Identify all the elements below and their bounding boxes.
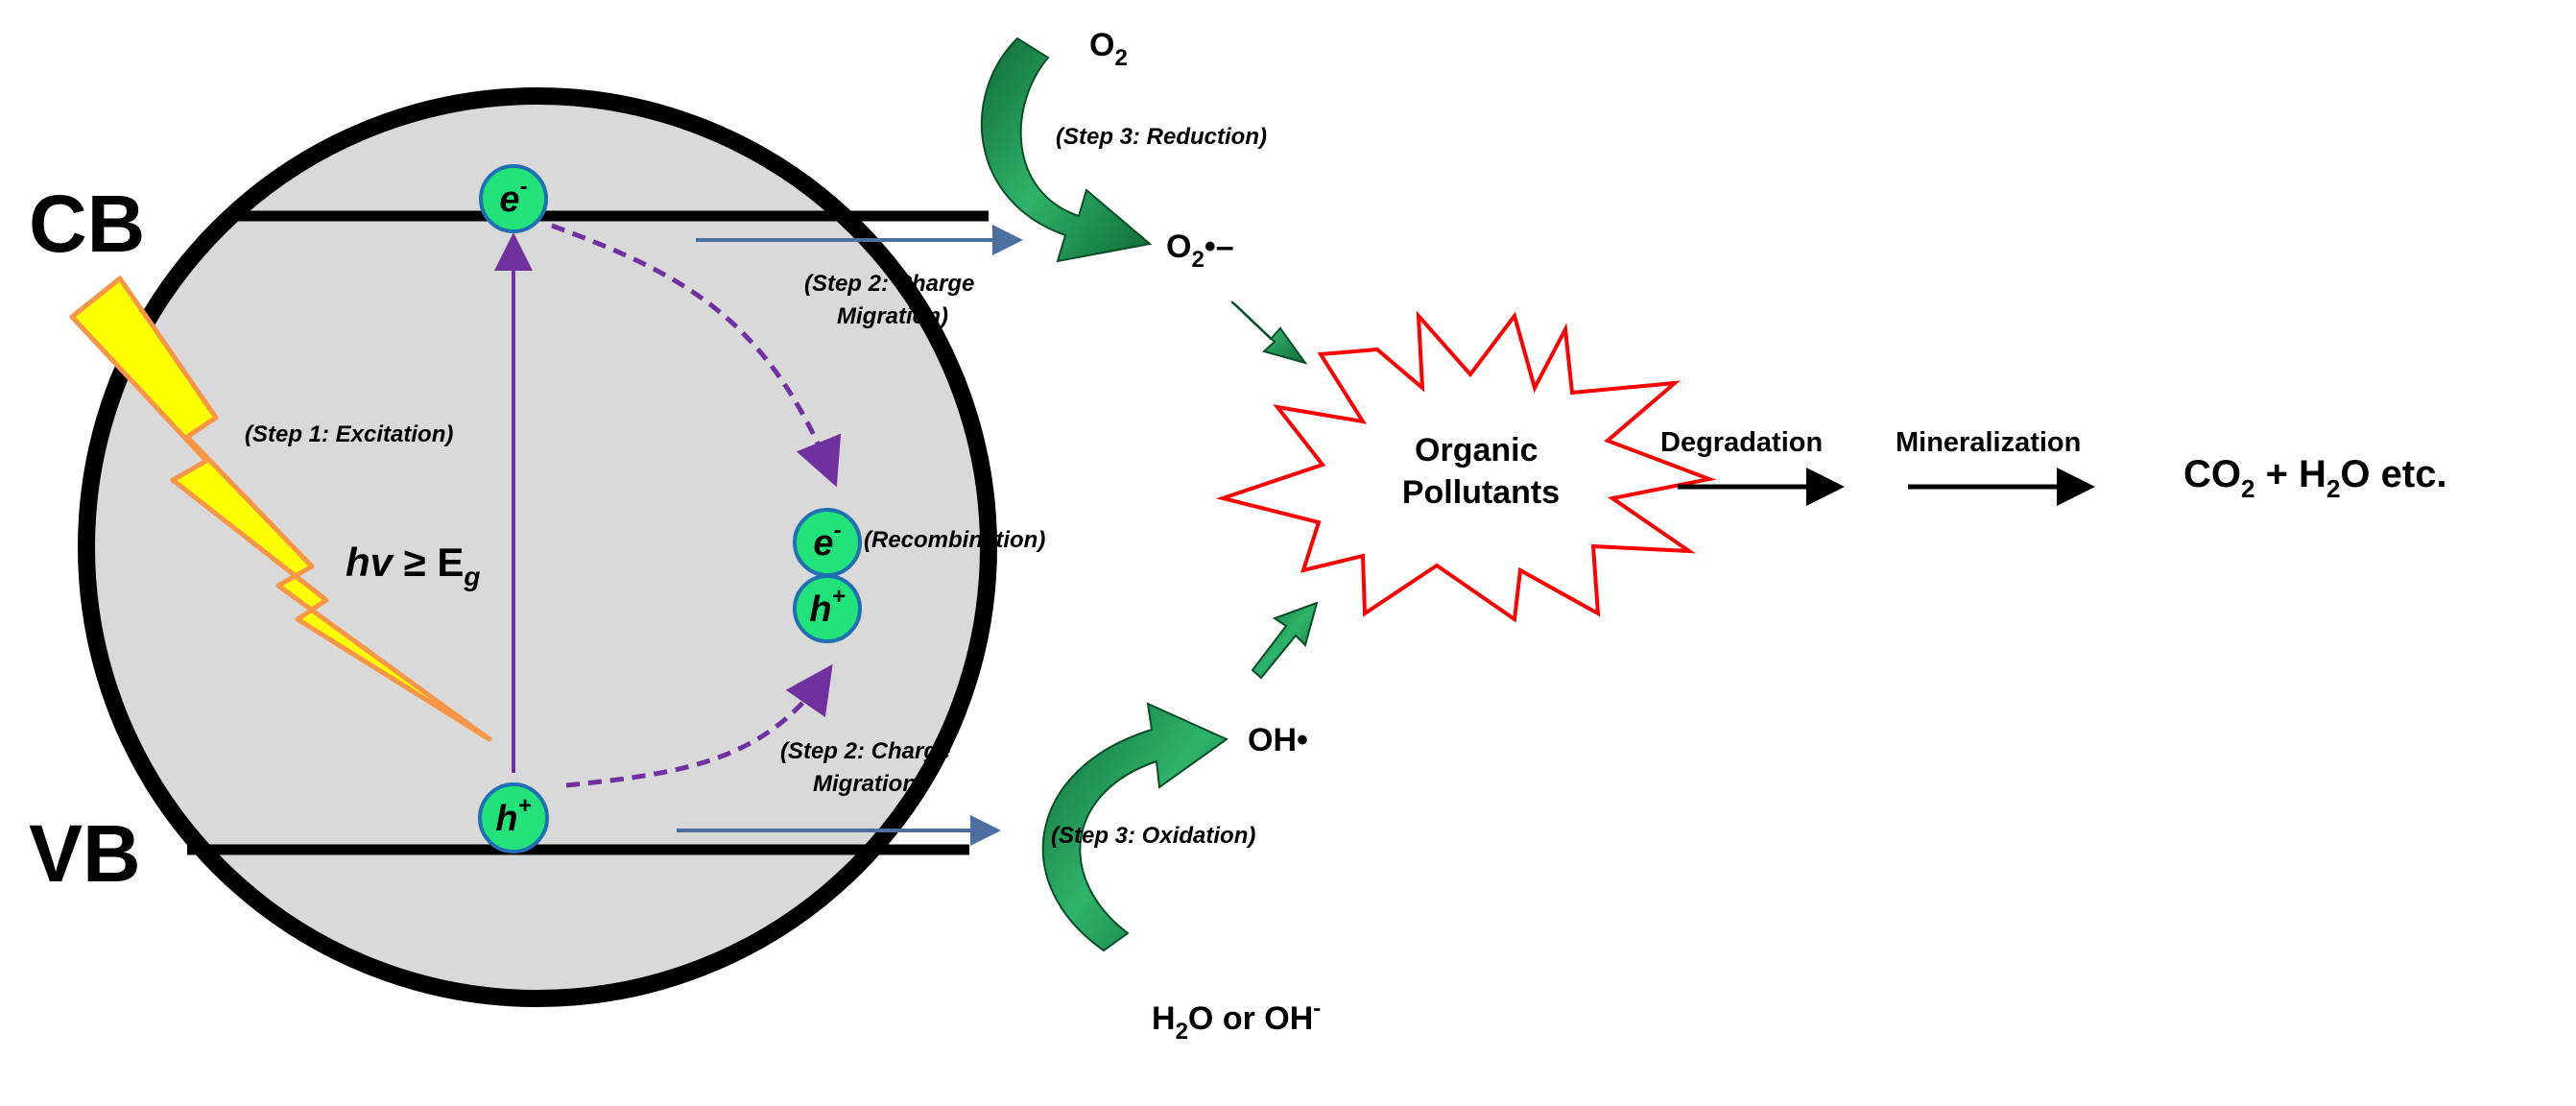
products-label: CO2 + H2O etc. xyxy=(2183,453,2447,503)
cb-electron-symbol: e xyxy=(499,180,519,220)
o2-label: O2 xyxy=(1089,27,1128,71)
hydroxyl-to-pollutant-arrow xyxy=(1251,601,1319,680)
svg-text:h+: h+ xyxy=(495,793,531,839)
recombined-electron: e- xyxy=(793,508,862,577)
vb-label: VB xyxy=(29,808,141,899)
svg-text:e-: e- xyxy=(813,517,841,564)
cb-label: CB xyxy=(29,179,145,269)
vb-hole-symbol: h xyxy=(495,799,517,839)
vb-migration-line1: (Step 2: Charge xyxy=(780,738,950,764)
products-rest: O etc. xyxy=(2340,453,2446,495)
reduction-curved-arrow xyxy=(980,36,1153,263)
recombination-path-hole xyxy=(565,663,833,788)
hv-text: hv xyxy=(346,540,395,585)
excitation-label: (Step 1: Excitation) xyxy=(245,421,453,447)
water-superscript: - xyxy=(1313,996,1321,1022)
hydroxyl-radical-label: OH• xyxy=(1248,722,1308,758)
superoxide-mark: •– xyxy=(1205,228,1234,265)
vb-migration-line2: Migration) xyxy=(813,771,924,797)
o2-symbol: O xyxy=(1089,27,1114,63)
cb-migration-line2: Migration) xyxy=(837,303,948,329)
g-subscript: g xyxy=(463,562,480,591)
ge-text: ≥ E xyxy=(393,540,464,585)
products-mid: + H xyxy=(2254,453,2326,495)
water-rest: O or OH xyxy=(1188,1000,1313,1037)
svg-text:e-: e- xyxy=(499,174,527,220)
recombined-hole-sign: + xyxy=(832,584,846,610)
water-h: H xyxy=(1152,1000,1176,1037)
recombined-hole: h+ xyxy=(793,574,862,643)
pollutant-burst xyxy=(1215,310,1717,623)
products-h2o-sub: 2 xyxy=(2326,474,2340,503)
superoxide-subscript: 2 xyxy=(1191,247,1204,273)
recombined-electron-symbol: e xyxy=(813,523,833,564)
oxidation-label: (Step 3: Oxidation) xyxy=(1051,823,1255,849)
vb-hole-sign: + xyxy=(518,793,532,819)
svg-text:h+: h+ xyxy=(809,584,845,630)
lightning-bolt-icon xyxy=(69,276,492,742)
photon-energy-label: hv ≥ Eg xyxy=(346,540,481,591)
degradation-label: Degradation xyxy=(1660,427,1823,458)
water-subscript: 2 xyxy=(1176,1019,1188,1045)
superoxide-label: O2•– xyxy=(1166,228,1234,273)
recombined-electron-sign: - xyxy=(834,517,842,543)
mineralization-label: Mineralization xyxy=(1896,427,2081,458)
cb-electron: e- xyxy=(479,164,548,233)
reduction-label: (Step 3: Reduction) xyxy=(1056,124,1267,150)
water-label: H2O or OH- xyxy=(1152,996,1321,1045)
recombination-label: (Recombination) xyxy=(864,527,1045,553)
pollutant-line1: Organic xyxy=(1415,432,1538,469)
products-co2-sub: 2 xyxy=(2241,474,2254,503)
cb-electron-sign: - xyxy=(520,174,528,200)
vb-hole: h+ xyxy=(478,782,549,854)
recombined-hole-symbol: h xyxy=(809,589,831,630)
vb-migration-label: (Step 2: Charge Migration) xyxy=(780,738,957,797)
semiconductor-particle xyxy=(78,87,997,1007)
cb-migration-label: (Step 2: Charge Migration) xyxy=(804,271,981,329)
o2-subscript: 2 xyxy=(1114,45,1127,71)
cb-migration-line1: (Step 2: Charge xyxy=(804,271,974,297)
pollutant-label: Organic Pollutants xyxy=(1402,432,1560,511)
products-co: CO xyxy=(2183,453,2241,495)
superoxide-to-pollutant-arrow xyxy=(1230,301,1308,365)
recombination-path-electron xyxy=(551,223,842,488)
oxidation-curved-arrow xyxy=(1041,702,1228,952)
pollutant-line2: Pollutants xyxy=(1402,474,1560,511)
superoxide-symbol: O xyxy=(1166,228,1191,265)
